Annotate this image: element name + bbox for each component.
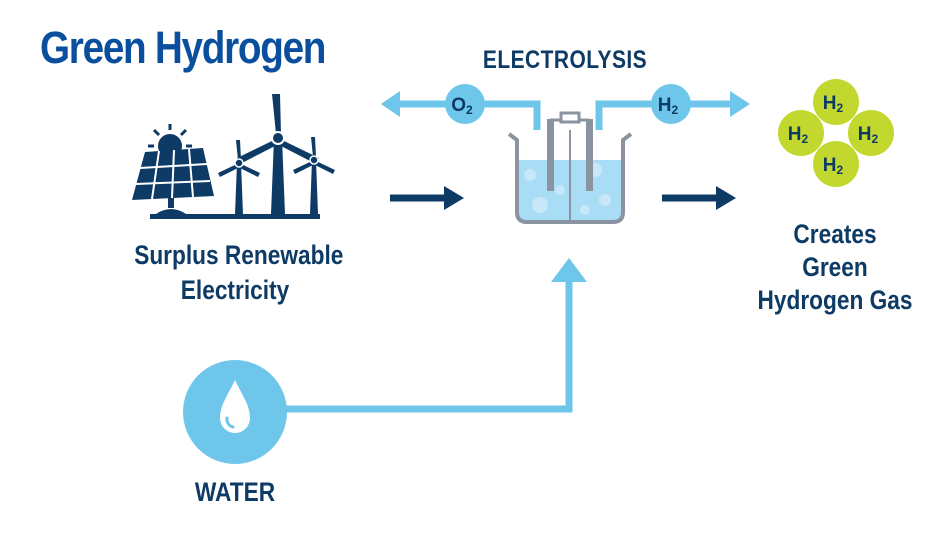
ground-line	[150, 214, 320, 219]
svg-text:O2: O2	[451, 95, 473, 117]
hydrogen-subscript: 2	[672, 103, 679, 117]
output-label-line-1: Creates	[793, 219, 877, 249]
hydrogen-symbol: H	[658, 95, 672, 116]
source-label-line-1: Surplus Renewable	[134, 240, 344, 270]
wind-turbine-icon	[237, 94, 319, 214]
water-drop-icon	[183, 360, 287, 464]
wind-turbine-icon	[218, 140, 260, 214]
source-label: Surplus Renewable Electricity	[134, 238, 344, 308]
source-label-line-2: Electricity	[180, 275, 290, 305]
svg-text:H2: H2	[858, 124, 879, 146]
oxygen-pipe	[381, 91, 541, 130]
water-label: WATER	[194, 477, 276, 507]
arrow-right-icon	[662, 186, 736, 210]
oxygen-badge: O2	[445, 84, 485, 124]
arrow-right-icon	[730, 91, 750, 117]
electrolysis-label: ELECTROLYSIS	[482, 46, 648, 74]
output-label-line-3: Hydrogen Gas	[757, 285, 913, 315]
solar-panel-icon	[132, 148, 214, 214]
svg-text:H2: H2	[658, 95, 679, 117]
arrow-left-icon	[381, 91, 400, 117]
wind-turbine-icon	[293, 137, 335, 214]
hydrogen-badge: H2	[651, 84, 691, 124]
water-pipe	[285, 258, 587, 413]
hydrogen-molecule: H2	[813, 79, 859, 125]
output-label-line-2: Green	[802, 252, 868, 282]
hydrogen-molecule: H2	[778, 110, 824, 156]
oxygen-symbol: O	[451, 95, 466, 116]
arrow-right-icon	[390, 186, 464, 210]
svg-text:H2: H2	[788, 124, 809, 146]
beaker-icon	[507, 111, 633, 224]
arrow-up-icon	[551, 258, 587, 282]
svg-text:H2: H2	[823, 155, 844, 177]
svg-text:H2: H2	[823, 93, 844, 115]
oxygen-subscript: 2	[466, 103, 473, 117]
page-title: Green Hydrogen	[40, 22, 326, 73]
hydrogen-molecule: H2	[848, 110, 894, 156]
hydrogen-molecule: H2	[813, 141, 859, 187]
output-label: Creates Green Hydrogen Gas	[747, 218, 923, 317]
